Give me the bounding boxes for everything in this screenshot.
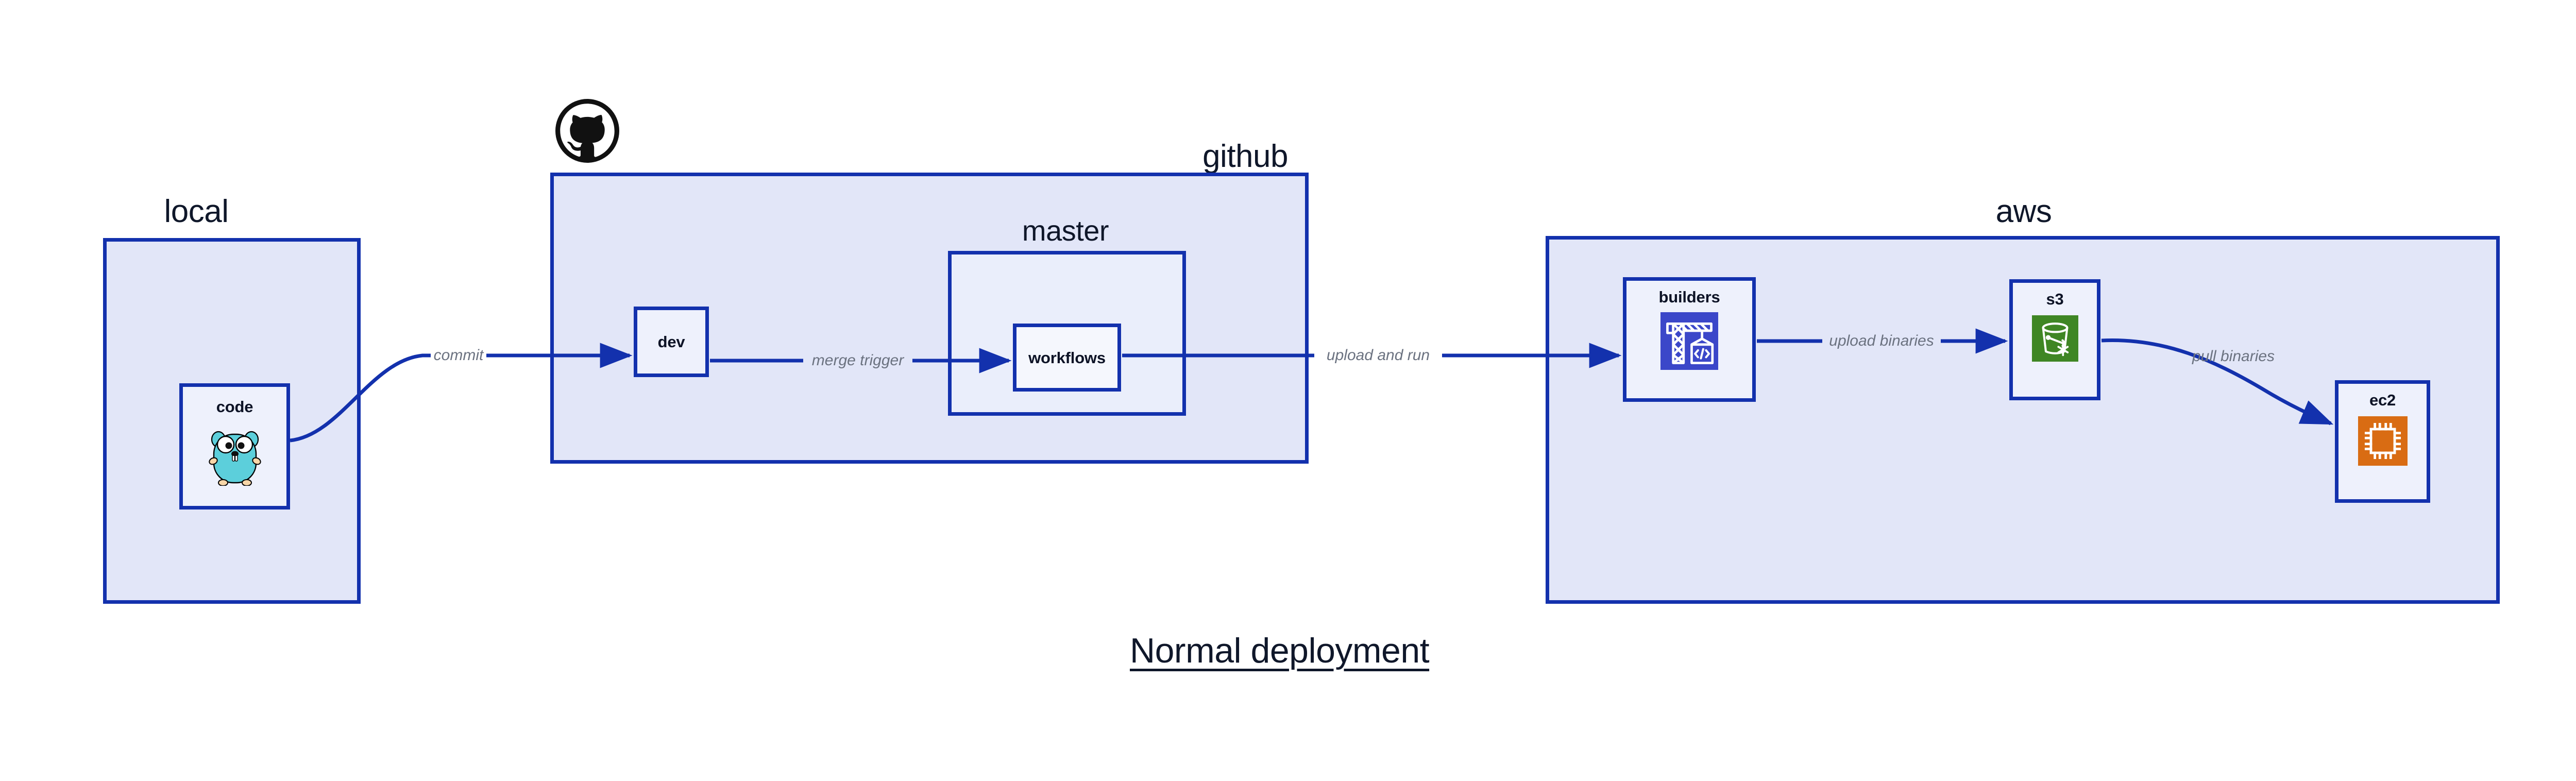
- node-builders[interactable]: builders: [1623, 277, 1756, 402]
- diagram-title: Normal deployment: [1130, 631, 1430, 670]
- edge-label-merge-trigger: merge trigger: [811, 352, 904, 369]
- group-label-local: local: [164, 194, 229, 229]
- edge-label-pull-binaries: pull binaries: [2192, 348, 2275, 365]
- node-label-s3: s3: [2046, 290, 2064, 308]
- edge-label-upload-binaries: upload binaries: [1829, 332, 1934, 349]
- github-octocat-icon: [555, 99, 619, 163]
- node-label-code: code: [216, 398, 253, 416]
- edge-label-commit: commit: [433, 347, 484, 364]
- node-label-builders: builders: [1658, 288, 1720, 306]
- aws-codebuild-crane-icon: [1660, 312, 1718, 372]
- node-s3[interactable]: s3: [2009, 279, 2100, 400]
- node-label-dev: dev: [657, 333, 685, 351]
- edge-label-upload-and-run: upload and run: [1326, 347, 1430, 364]
- aws-s3-bucket-icon: [2031, 315, 2078, 364]
- node-code[interactable]: code: [179, 383, 290, 510]
- aws-ec2-chip-icon: [2358, 416, 2408, 468]
- node-dev[interactable]: dev: [634, 307, 709, 377]
- go-gopher-icon: [207, 424, 263, 488]
- node-workflows[interactable]: workflows: [1013, 324, 1121, 392]
- node-label-workflows: workflows: [1028, 348, 1106, 367]
- subgroup-label-master: master: [1022, 214, 1109, 247]
- group-label-aws: aws: [1995, 194, 2052, 229]
- group-label-github: github: [1202, 139, 1288, 174]
- node-label-ec2: ec2: [2369, 391, 2396, 409]
- node-ec2[interactable]: ec2: [2335, 380, 2430, 503]
